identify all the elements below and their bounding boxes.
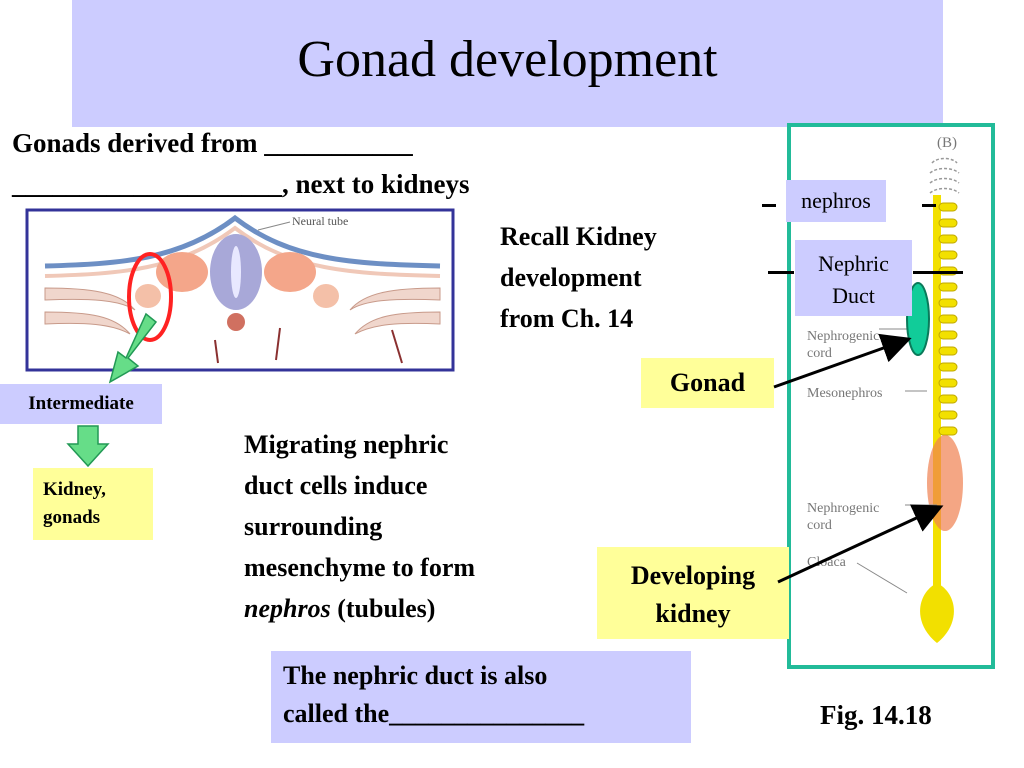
nephric-duct-dash-left [768,271,794,274]
developing-kidney-line-2: kidney [655,599,731,628]
intro-line-1: Gonads derived from ___________ [12,128,413,158]
neural-canal [231,246,241,298]
nephric-duct-dash-right [913,271,963,274]
question-line-2: called the_______________ [283,699,585,728]
kidney-gonads-line-1: Kidney, [43,479,106,500]
nephros-italic: nephros [244,594,331,623]
arrow-3 [391,329,403,364]
green-arrow-diagonal [108,312,158,384]
gonad-label: Gonad [641,358,774,408]
gonad-ellipse [906,282,930,356]
migrating-line-5: nephros (tubules) [244,588,475,629]
somite-right [264,252,316,292]
title-bar [72,0,943,127]
kidney-gonads-box: Kidney, gonads [33,468,153,540]
nephrogenic-cord-1-line-2: cord [807,346,832,361]
question-line-1: The nephric duct is also [283,661,548,690]
nephros-dash-right [922,204,936,207]
green-down-arrow-shape [66,425,110,468]
kidney-gonads-line-2: gonads [43,507,101,528]
recall-line-3: from Ch. 14 [500,304,634,333]
migrating-line-3: surrounding [244,512,383,541]
lateral-plate-left-lower [44,311,131,335]
recall-text: Recall Kidney development from Ch. 14 [500,216,657,339]
cloaca-label: Cloaca [807,555,847,570]
neural-tube-label: Neural tube [292,214,348,228]
intro-line-2: ____________________, next to kidneys [12,169,470,199]
cloaca-shape [920,583,954,643]
lateral-plate-right-upper [349,287,441,311]
nephros-dash-left [762,204,776,207]
recall-line-1: Recall Kidney [500,222,657,251]
nephric-duct-line [933,195,941,595]
intermediate-mesoderm-right [313,284,339,308]
migrating-text: Migrating nephric duct cells induce surr… [244,424,475,629]
fig-label: Fig. 14.18 [820,700,932,730]
panel-label: (B) [937,135,957,151]
somite-left [156,252,208,292]
migrating-tail: (tubules) [330,594,436,623]
pronephros-tubules [929,157,960,194]
nephric-duct-line-2: Duct [832,283,875,308]
slide-title: Gonad development [297,31,718,88]
embryo-cross-section-figure: Neural tube [25,208,455,372]
ectoderm-layer [44,214,441,269]
question-box: The nephric duct is also called the_____… [271,651,691,743]
neural-tube-leader [257,221,291,231]
nephrogenic-cord-1-line-1: Nephrogenic [807,329,879,344]
nephrogenic-cord-2-line-1: Nephrogenic [807,501,879,516]
recall-line-2: development [500,263,642,292]
mesonephric-tubules [938,202,958,436]
arrow-1 [214,339,219,364]
red-highlight-circle [127,252,173,342]
nephric-duct-label: Nephric Duct [795,240,912,316]
nephric-duct-line-1: Nephric [818,251,889,276]
lateral-plate-right-lower [354,311,441,335]
developing-kidney-line-1: Developing [630,561,756,590]
migrating-line-2: duct cells induce [244,471,428,500]
nephrogenic-cord-mesenchyme [927,435,963,531]
mesoderm-layer [44,225,441,278]
notochord [227,313,245,331]
arrow-2 [275,327,281,361]
developing-kidney-label: Developing kidney [597,547,789,639]
lateral-plate-left-upper [44,287,136,311]
nephros-label: nephros [786,180,886,222]
green-arrow-shape [108,312,158,384]
mesonephros-label: Mesonephros [807,386,882,401]
green-arrow-down [66,425,110,468]
migrating-line-4: mesenchyme to form [244,553,476,582]
nephrogenic-cord-2-line-2: cord [807,518,832,533]
intermediate-label: Intermediate [0,384,162,424]
intermediate-mesoderm-left [135,284,161,308]
migrating-line-1: Migrating nephric [244,430,449,459]
